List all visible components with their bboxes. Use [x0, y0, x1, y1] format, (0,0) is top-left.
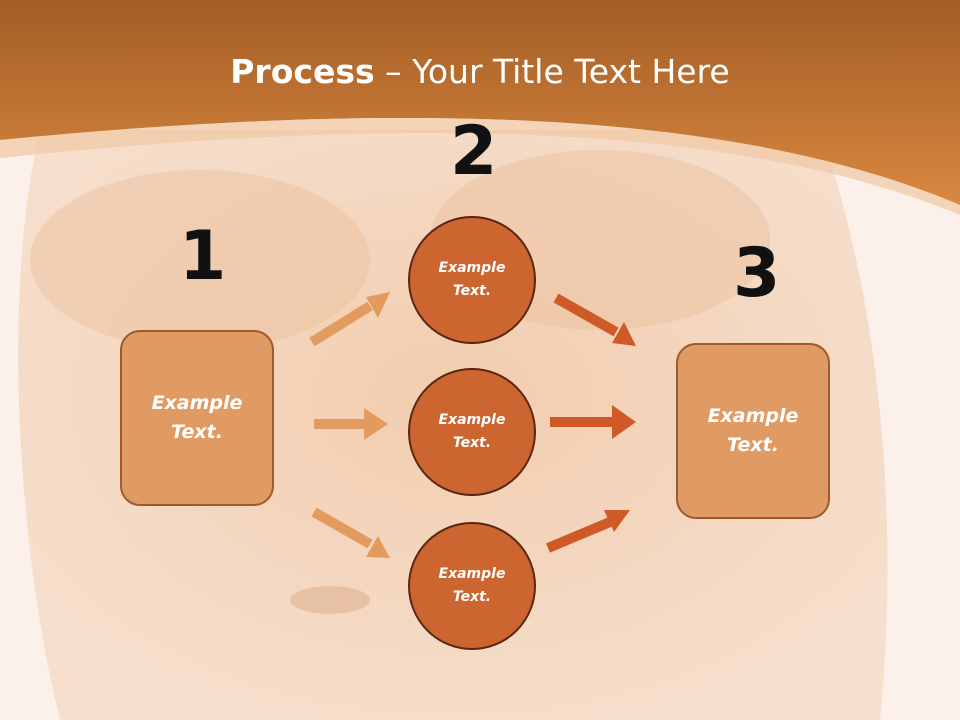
step-2-circle-bottom: Example Text.	[408, 522, 536, 650]
chest-shade-left	[30, 170, 370, 350]
circle-bottom-label: Example Text.	[438, 566, 506, 605]
step-1-box: Example Text.	[120, 330, 274, 506]
header-band	[0, 0, 960, 205]
title-rest: Your Title Text Here	[412, 52, 730, 91]
step-number-2: 2	[450, 112, 498, 191]
circle-middle-label: Example Text.	[438, 412, 506, 451]
arrow-bottom-to-3	[546, 510, 630, 553]
title-bold: Process	[230, 52, 375, 91]
step-number-1: 1	[179, 217, 227, 296]
step-1-label: Example Text.	[151, 392, 243, 443]
step-3-box: Example Text.	[676, 343, 830, 519]
arrow-1-to-bottom	[311, 507, 390, 558]
header-highlight	[0, 117, 960, 215]
arrow-middle-to-3	[550, 405, 636, 439]
title-dash: –	[374, 52, 413, 91]
arrow-top-to-3	[553, 293, 636, 346]
navel-shade	[290, 586, 370, 614]
arrow-1-to-top	[309, 292, 390, 347]
step-2-circle-middle: Example Text.	[408, 368, 536, 496]
step-3-label: Example Text.	[707, 405, 799, 456]
arrow-1-to-middle	[314, 408, 388, 440]
slide-title: Process – Your Title Text Here	[0, 52, 960, 91]
circle-top-label: Example Text.	[438, 260, 506, 299]
step-number-3: 3	[733, 234, 781, 313]
step-2-circle-top: Example Text.	[408, 216, 536, 344]
